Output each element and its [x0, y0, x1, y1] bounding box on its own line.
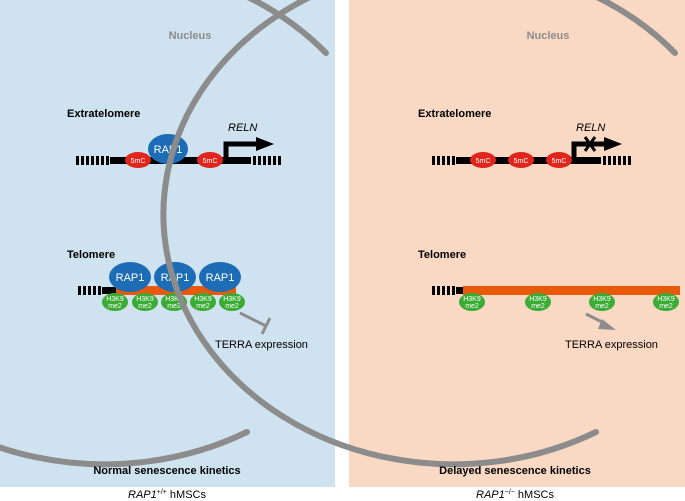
svg-text:5mC: 5mC [203, 158, 218, 165]
svg-text:me2: me2 [659, 303, 673, 310]
left-histone-mark: H3K9 me2 [190, 293, 216, 311]
svg-text:me2: me2 [465, 303, 479, 310]
left-nucleus-label: Nucleus [169, 30, 212, 42]
left-caption-cells: hMSCs [167, 489, 207, 501]
svg-text:H3K9: H3K9 [194, 296, 212, 303]
right-nucleus-label: Nucleus [527, 30, 570, 42]
right-methyl-mark: 5mC [470, 152, 496, 168]
left-reln-label: RELN [228, 122, 257, 134]
left-caption: RAP1+/+ hMSCs [128, 489, 206, 501]
right-telomere-heading: Telomere [418, 249, 466, 261]
left-histone-mark: H3K9 me2 [102, 293, 128, 311]
svg-text:me2: me2 [595, 303, 609, 310]
right-panel: Nucleus Extratelomere RELN [160, 0, 685, 487]
left-caption-genotype: +/+ [157, 489, 167, 496]
right-reln-arrowhead [604, 137, 622, 151]
svg-text:H3K9: H3K9 [136, 296, 154, 303]
svg-text:me2: me2 [108, 303, 122, 310]
svg-text:H3K9: H3K9 [165, 296, 183, 303]
left-reln-promoter-arrow [223, 141, 258, 157]
right-caption: RAP1−/− hMSCs [476, 489, 554, 501]
right-histone-mark: H3K9 me2 [459, 293, 485, 311]
right-panel-background [349, 0, 685, 487]
right-terra-activation-arrow [585, 312, 616, 330]
left-dna-right-ticks [253, 156, 281, 165]
svg-text:H3K9: H3K9 [463, 296, 481, 303]
left-telomere-rap1: RAP1 [199, 262, 241, 292]
left-telomere-rap1: RAP1 [109, 262, 151, 292]
svg-text:me2: me2 [138, 303, 152, 310]
left-terra-inhibition-arrow [239, 311, 272, 335]
svg-text:me2: me2 [531, 303, 545, 310]
left-telomere-ticks [78, 286, 101, 295]
right-methyl-mark: 5mC [546, 152, 572, 168]
left-methyl-mark: 5mC [197, 152, 223, 168]
right-reln-label: RELN [576, 122, 605, 134]
left-methyl-mark: 5mC [125, 152, 151, 168]
right-histone-mark: H3K9 me2 [525, 293, 551, 311]
right-caption-cells: hMSCs [515, 489, 555, 501]
svg-text:H3K9: H3K9 [529, 296, 547, 303]
left-histone-mark: H3K9 me2 [132, 293, 158, 311]
right-methyl-mark: 5mC [508, 152, 534, 168]
svg-text:me2: me2 [225, 303, 239, 310]
left-histone-mark: H3K9 me2 [219, 293, 245, 311]
left-caption-gene: RAP1 [128, 489, 157, 501]
svg-text:5mC: 5mC [552, 158, 567, 165]
left-nucleus-membrane [0, 0, 329, 468]
svg-text:5mC: 5mC [514, 158, 529, 165]
left-terra-label: TERRA expression [215, 339, 308, 351]
right-telomere-ticks [432, 286, 455, 295]
svg-text:H3K9: H3K9 [106, 296, 124, 303]
right-reln-blocked-icon [583, 136, 597, 152]
right-telomere-dna [432, 286, 680, 295]
right-histone-mark: H3K9 me2 [589, 293, 615, 311]
right-footer: Delayed senescence kinetics [439, 465, 591, 477]
left-telomere-heading: Telomere [67, 249, 115, 261]
right-terra-label: TERRA expression [565, 339, 658, 351]
right-dna-right-ticks [603, 156, 631, 165]
right-nucleus-membrane [160, 0, 678, 468]
svg-text:H3K9: H3K9 [657, 296, 675, 303]
right-telomere-repeat [463, 286, 680, 295]
left-reln-arrowhead [256, 137, 274, 151]
svg-text:H3K9: H3K9 [593, 296, 611, 303]
right-reln-promoter-arrow [571, 141, 606, 157]
left-footer: Normal senescence kinetics [93, 465, 240, 477]
right-caption-gene: RAP1 [476, 489, 505, 501]
left-extratelomere-heading: Extratelomere [67, 108, 140, 120]
svg-text:5mC: 5mC [131, 158, 146, 165]
right-dna-left-ticks [432, 156, 455, 165]
svg-text:me2: me2 [196, 303, 210, 310]
svg-text:RAP1: RAP1 [154, 144, 183, 156]
left-dna-left-ticks [76, 156, 109, 165]
svg-text:RAP1: RAP1 [206, 272, 235, 284]
right-histone-mark: H3K9 me2 [653, 293, 679, 311]
left-panel: Nucleus Extratelomere RELN 5mC [0, 0, 335, 487]
svg-text:H3K9: H3K9 [223, 296, 241, 303]
right-extratelomere-heading: Extratelomere [418, 108, 491, 120]
svg-text:RAP1: RAP1 [116, 272, 145, 284]
right-caption-genotype: −/− [505, 489, 515, 496]
svg-text:5mC: 5mC [476, 158, 491, 165]
svg-text:me2: me2 [167, 303, 181, 310]
